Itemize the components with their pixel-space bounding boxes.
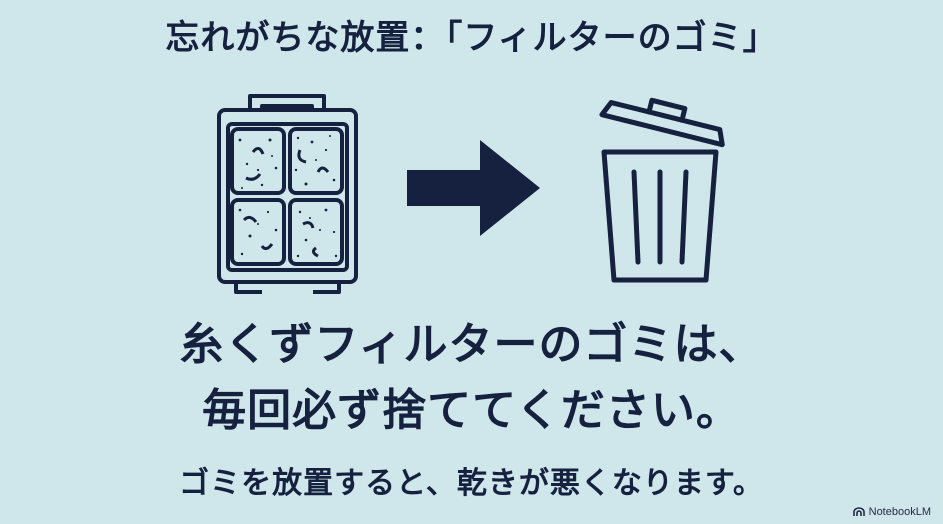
main-message-line-1: 糸くずフィルターのゴミは、 <box>179 319 764 370</box>
notebooklm-logo-icon <box>852 507 865 516</box>
main-message-line-2: 毎回必ず捨ててください。 <box>202 385 741 436</box>
watermark-label: NotebookLM <box>868 506 931 518</box>
sub-message: ゴミを放置すると、乾きが悪くなります。 <box>179 466 764 501</box>
lint-dust-speckles <box>238 135 338 258</box>
slide-title: 忘れがちな放置：「フィルターのゴミ」 <box>165 18 778 58</box>
watermark: NotebookLM <box>852 506 931 518</box>
dirty-lint-filter-icon <box>217 94 358 294</box>
trash-can-icon <box>599 97 725 283</box>
right-arrow-icon <box>407 140 540 236</box>
main-message: 糸くずフィルターのゴミは、 毎回必ず捨ててください。 <box>0 312 943 444</box>
illustration <box>217 94 725 294</box>
